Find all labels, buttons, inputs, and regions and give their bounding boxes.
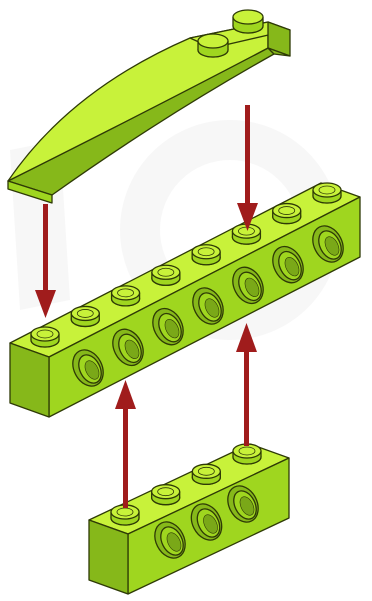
stud [152, 265, 180, 285]
stud [233, 444, 261, 464]
stud [31, 327, 59, 347]
stud [152, 485, 180, 505]
stud [313, 183, 341, 203]
stud [233, 10, 263, 33]
stud [112, 286, 140, 306]
stud [192, 464, 220, 484]
technic-beam-short [89, 444, 289, 594]
stud [198, 34, 228, 57]
stud [273, 204, 301, 224]
stud [71, 306, 99, 326]
stud [192, 245, 220, 265]
arrow-up-right [236, 323, 257, 446]
arrow-up-left [115, 380, 136, 508]
